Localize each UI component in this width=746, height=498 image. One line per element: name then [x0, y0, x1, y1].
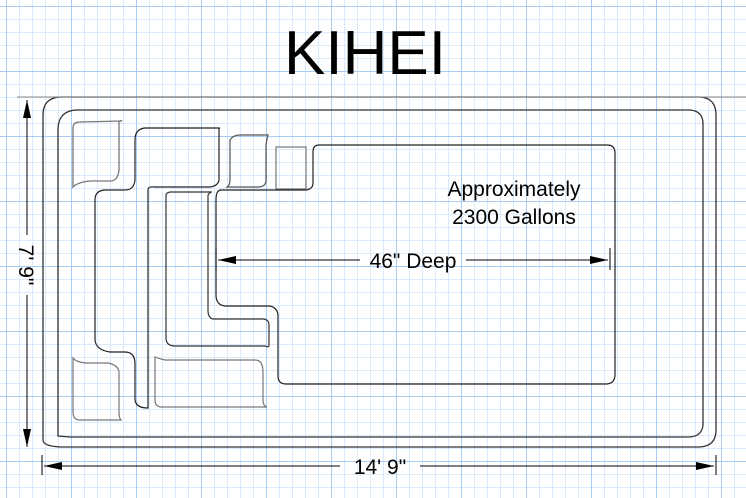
seat-top-left: [72, 120, 123, 189]
step-box: [275, 146, 307, 190]
width-label: 7' 9": [14, 245, 37, 286]
width-dimension: 7' 9": [14, 100, 37, 447]
swim-area: [215, 144, 616, 385]
capacity-line1: Approximately: [447, 178, 581, 201]
outer-shell: [42, 96, 717, 448]
inner-shell: [57, 109, 704, 438]
seat-bottom-center: [154, 356, 268, 408]
seat-small-top: [225, 134, 269, 188]
seat-bottom-left: [72, 356, 123, 421]
bench-inner: [165, 191, 270, 348]
length-dimension: 14' 9": [17, 96, 746, 479]
bench-left: [94, 127, 221, 409]
depth-dimension: 46" Deep: [215, 248, 611, 273]
length-label: 14' 9": [354, 456, 406, 479]
depth-label: 46" Deep: [370, 250, 457, 273]
spa-title: KIHEI: [284, 19, 446, 88]
capacity-line2: 2300 Gallons: [452, 206, 576, 229]
